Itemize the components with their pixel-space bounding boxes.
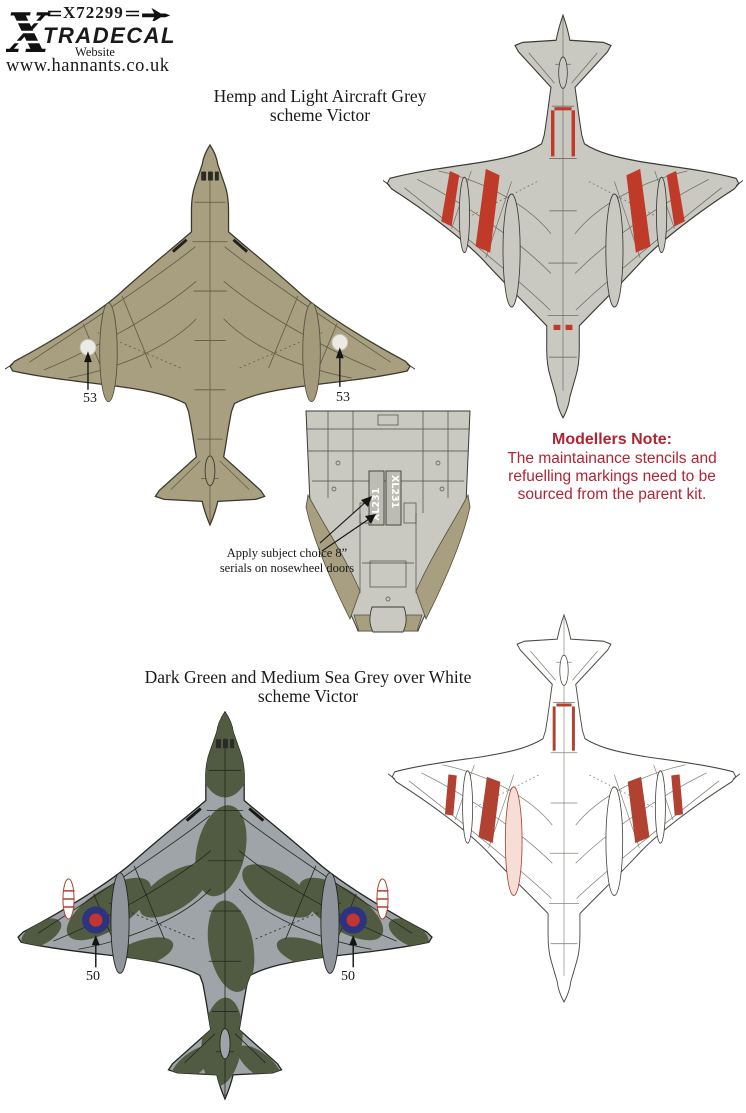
modellers-note-heading: Modellers Note: [551,431,672,448]
nosewheel-doors: XL231 XL231 [368,470,402,526]
modellers-note: Modellers Note: The maintainance stencil… [480,431,744,504]
roundel-right [339,906,367,934]
decal-label-53-right: 53 [336,390,350,405]
red-walkway-panels [444,703,684,844]
website-url: www.hannants.co.uk [6,56,170,76]
door-serial-left: XL231 [371,488,382,521]
underwing-tanks [458,176,668,308]
wing-fairing-right [302,302,321,403]
victor-topview-hemp-drawing [5,144,415,526]
scheme2-title-line2: scheme Victor [257,686,359,706]
jet-silhouette-icon [141,6,175,21]
line-decor-icon [125,9,139,18]
scheme1-title-line1: Hemp and Light Aircraft Grey [213,86,427,106]
product-code-row: X72299 [48,3,175,23]
engine-intakes [171,238,249,253]
scheme2-title-line1: Dark Green and Medium Sea Grey over Whit… [144,667,472,687]
scheme1-title: Hemp and Light Aircraft Grey scheme Vict… [170,87,470,125]
scheme2-title: Dark Green and Medium Sea Grey over Whit… [118,668,498,706]
decal-label-50-left: 50 [86,969,100,984]
label-53-arrows [87,356,341,390]
inset-caption-line2: serials on nosewheel doors [219,561,355,575]
xtradecal-x-icon: X [6,7,58,59]
xtradecal-logo: X X72299 TRADECAL Website www.hannants.c… [6,2,192,78]
nosewheel-detail-inset: XL231 XL231 [305,410,471,633]
victor-topview-camo-drawing [17,711,433,1100]
decal-label-53-left: 53 [83,391,97,406]
door-serial-right: XL231 [389,475,400,508]
line-decor-icon [48,9,61,18]
red-walkway-panels [441,107,685,331]
victor-underside-white-drawing [388,614,740,1003]
brand-name: TRADECAL [43,23,176,48]
roundel-left [82,906,110,934]
caption-arrows [319,499,373,552]
striped-wing-pods [62,878,389,920]
modellers-note-line2: refuelling markings need to be [508,468,716,485]
website-label: Website [75,45,115,59]
modellers-note-line3: sourced from the parent kit. [517,486,707,503]
cockpit-windows [201,171,219,181]
scheme1-title-line2: scheme Victor [269,105,371,125]
victor-underside-grey-drawing [383,14,743,419]
nose-cone [369,606,407,633]
wing-fairing-left [99,302,118,403]
tail-bullet [204,455,216,486]
product-code: X72299 [63,3,124,22]
inset-caption-line1: Apply subject choice 8” [226,546,348,560]
panel-lines [306,411,470,602]
decal-label-50-right: 50 [341,969,355,984]
underwing-tanks [462,770,666,896]
inset-caption: Apply subject choice 8” serials on nosew… [203,546,371,576]
modellers-note-line1: The maintainance stencils and [507,450,717,467]
label-50-arrows [95,943,354,968]
